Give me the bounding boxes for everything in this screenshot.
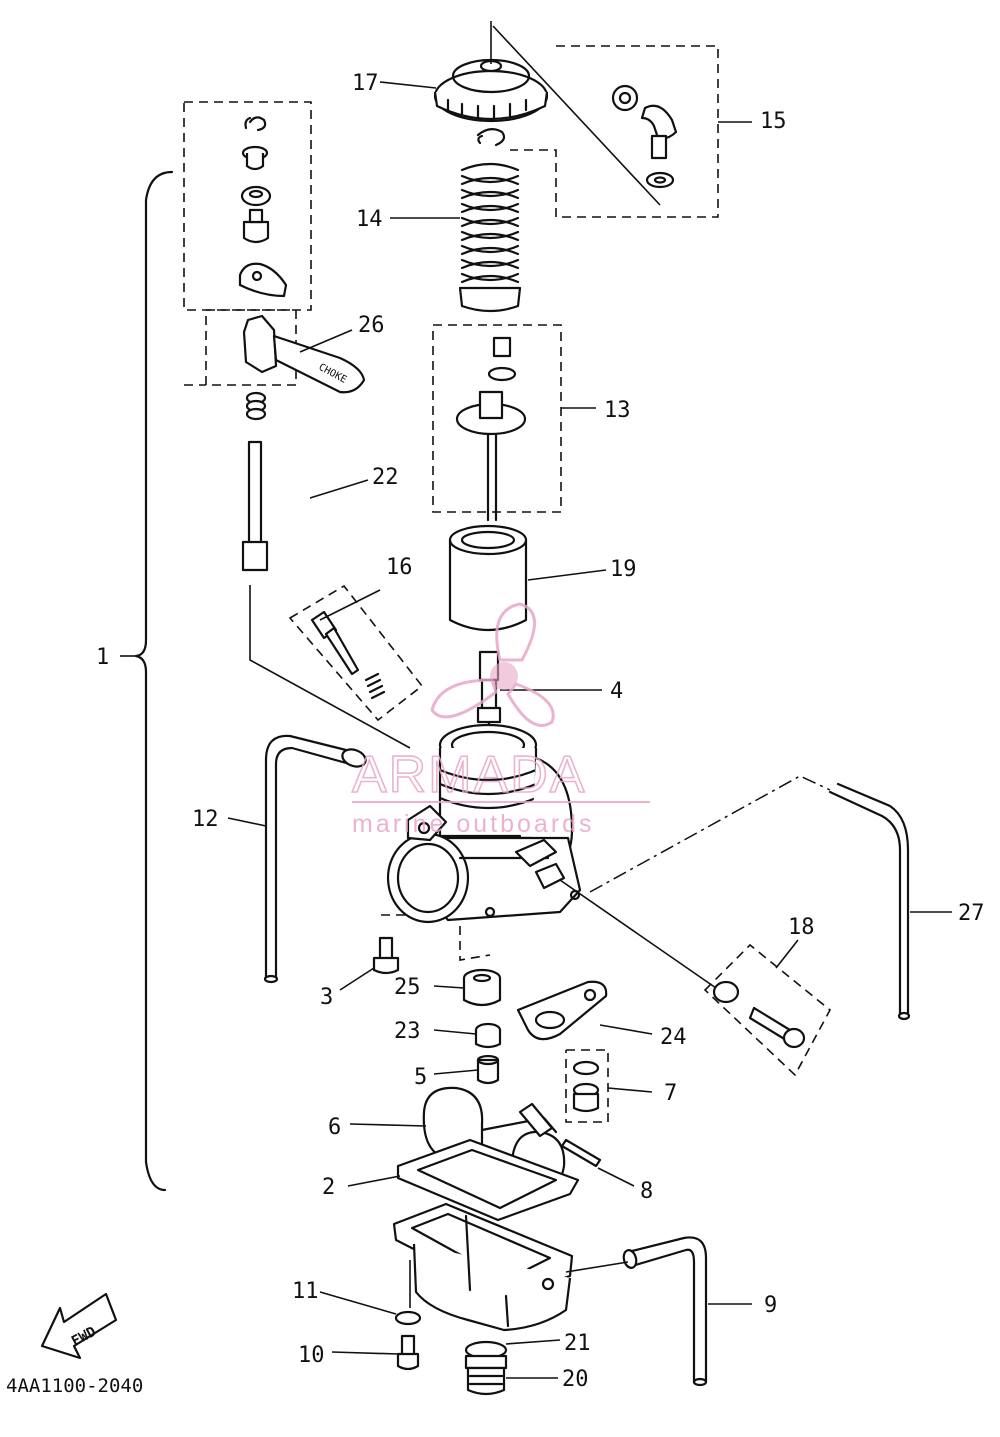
line-to-18: [559, 879, 717, 989]
tube-9-bottom: [692, 1377, 708, 1387]
group-box-25: [381, 914, 491, 961]
callout-3: 3: [320, 985, 333, 1010]
assembly-bracket: [134, 170, 174, 1192]
line-to-27: [589, 775, 831, 893]
group-boxes: [183, 45, 832, 1123]
callout-16: 16: [386, 555, 413, 580]
tube-part-27: [828, 782, 910, 1018]
top-cap-part: [433, 21, 661, 206]
float-bowl: [392, 1202, 574, 1332]
callout-11: 11: [292, 1279, 319, 1304]
callout-15: 15: [760, 109, 787, 134]
plug-part-20: [464, 1354, 508, 1396]
group-box-18: [703, 943, 832, 1077]
plate-opening: [534, 1010, 566, 1030]
callout-7: 7: [664, 1081, 677, 1106]
callout-13: 13: [604, 398, 631, 423]
valve-part-7: [572, 1060, 600, 1113]
group-box-7: [565, 1049, 609, 1123]
callout-8: 8: [640, 1179, 653, 1204]
plunger-part-22: [241, 391, 269, 572]
group-box-13: [432, 324, 562, 513]
watermark-tagline: marine outboards: [352, 810, 595, 838]
callout-5: 5: [414, 1065, 427, 1090]
callout-20: 20: [562, 1367, 589, 1392]
callout-1: 1: [96, 645, 109, 670]
fwd-arrow-icon: FWD: [40, 1292, 118, 1360]
tube-12-end: [341, 748, 367, 768]
plunger-lead-line: [249, 585, 411, 749]
choke-lever-part-26: CHOKE: [242, 314, 366, 394]
pilot-screw-part-16: [310, 610, 386, 700]
main-jet-part-23: [474, 1022, 502, 1049]
tube-12-bottom: [263, 974, 279, 984]
tube-27-bottom: [897, 1011, 911, 1021]
nut-part-5: [476, 1054, 500, 1085]
callout-2: 2: [322, 1175, 335, 1200]
seal-part-25: [462, 968, 502, 1007]
watermark: ARMADA marine outboards: [351, 602, 650, 838]
callout-23: 23: [394, 1019, 421, 1044]
pin-part-8: [560, 1138, 602, 1168]
group-box-choke-lever: [205, 309, 297, 386]
group-box-15: [510, 45, 719, 218]
screw-part-18: [712, 980, 806, 1049]
leader-lines: [120, 81, 952, 1379]
group-box-16: [288, 584, 424, 722]
callout-18: 18: [788, 915, 815, 940]
callout-labels: 1 2 3 4 5 6 7 8 9 10 11 12 13 14 15 16 1…: [96, 71, 985, 1392]
screw-part-3: [372, 936, 400, 975]
gasket-inner: [416, 1148, 558, 1210]
tube-9-end: [622, 1249, 638, 1269]
callout-9: 9: [764, 1293, 777, 1318]
callout-22: 22: [372, 465, 399, 490]
callout-21: 21: [564, 1331, 591, 1356]
watermark-propeller-icon: [430, 602, 555, 727]
part-code: 4AA1100-2040: [6, 1375, 143, 1397]
carburetor-body: [386, 723, 582, 924]
callout-6: 6: [328, 1115, 341, 1140]
callout-25: 25: [394, 975, 421, 1000]
callout-17: 17: [352, 71, 379, 96]
choke-parts: [238, 116, 288, 298]
needle-part-13: [455, 336, 527, 522]
tube-part-12: [264, 734, 356, 980]
callout-19: 19: [610, 557, 637, 582]
plate-hole: [583, 988, 597, 1002]
callout-26: 26: [358, 313, 385, 338]
fitting-part-15: [611, 84, 678, 189]
screw-part-10: [396, 1334, 420, 1371]
callout-12: 12: [192, 807, 219, 832]
tube-part-9: [626, 1236, 708, 1384]
watermark-brand: ARMADA: [352, 746, 586, 804]
spring-part-14: [458, 162, 522, 313]
callout-4: 4: [610, 679, 623, 704]
callout-24: 24: [660, 1025, 687, 1050]
washer-part-11: [394, 1310, 422, 1326]
clip-ring: [476, 128, 506, 147]
callout-14: 14: [356, 207, 383, 232]
group-box-choke-top: [183, 101, 312, 311]
callout-27: 27: [958, 901, 985, 926]
throttle-valve-part-19: [448, 524, 528, 632]
callout-10: 10: [298, 1343, 325, 1368]
